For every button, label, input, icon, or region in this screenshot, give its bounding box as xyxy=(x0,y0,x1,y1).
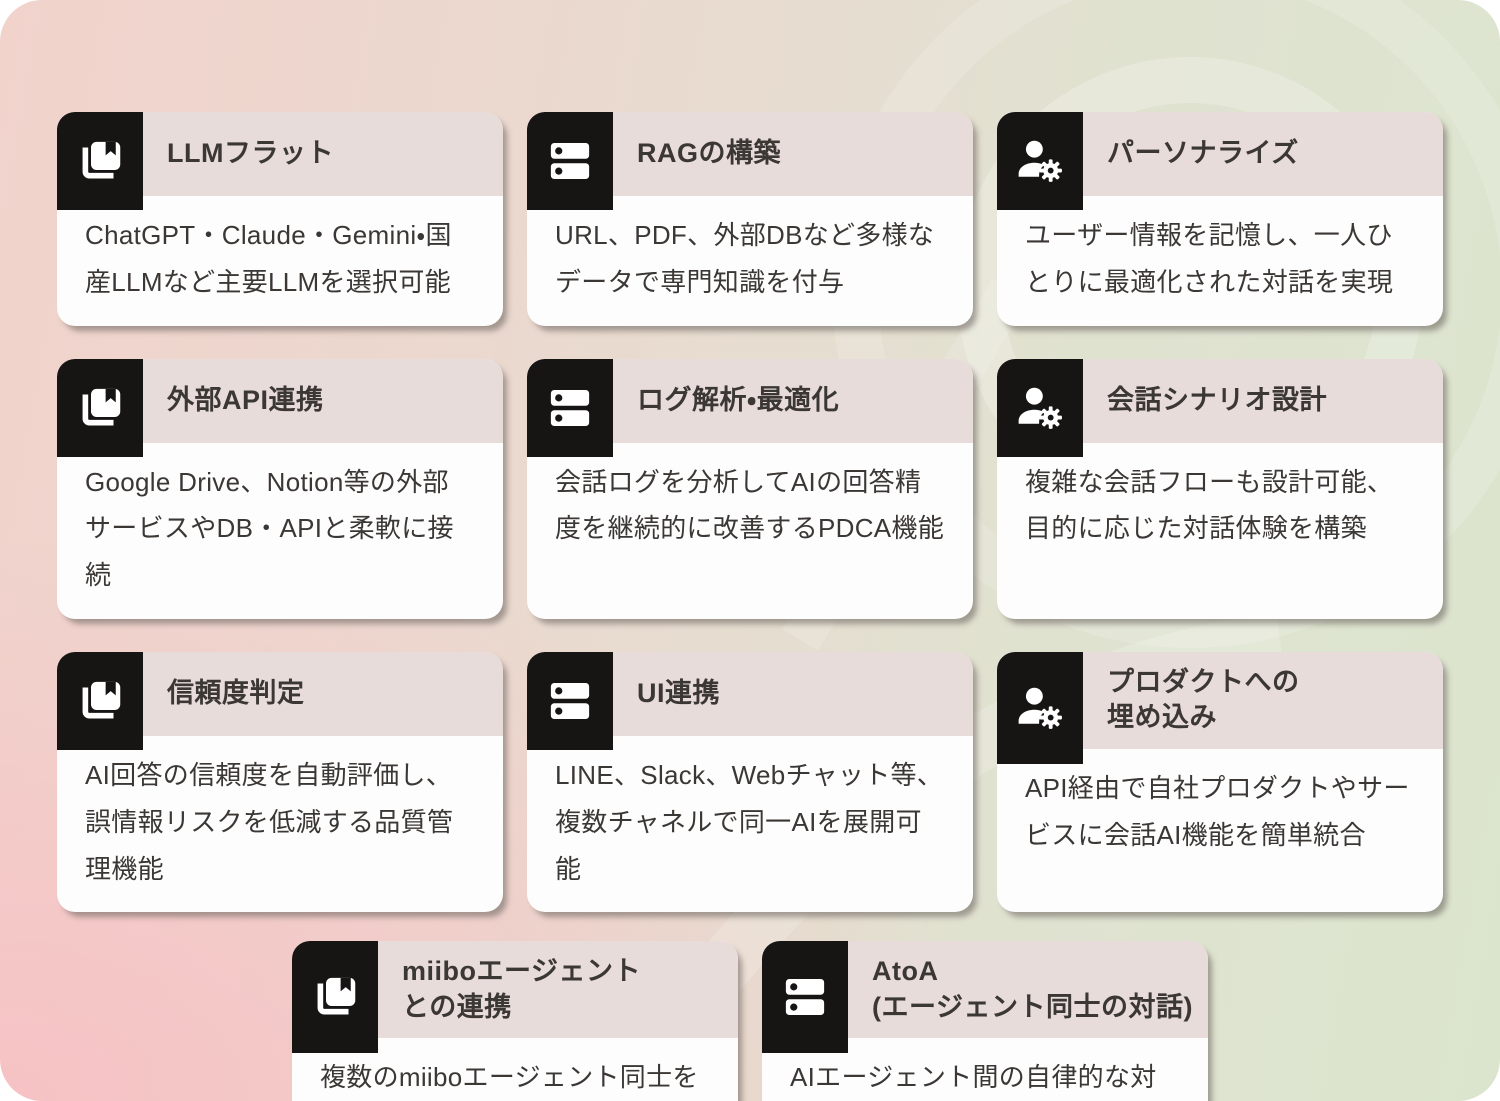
card-description: AIエージェント間の自律的な対話で複雑なタスクを協調処理 xyxy=(790,1062,1157,1093)
server-stack-icon xyxy=(550,682,590,719)
feature-card-product-embed: プロダクトへの 埋め込み API経由で自社プロダクトやサービスに会話AI機能を簡… xyxy=(997,651,1443,913)
card-title: パーソナライズ xyxy=(1107,138,1299,169)
card-description: 複数のmiiboエージェント同士を連携させた高度なAIシステムを構築 xyxy=(320,1062,699,1093)
server-stack-icon xyxy=(550,389,590,426)
card-description: ユーザー情報を記憶し、一人ひとりに最適化された対話を実現 xyxy=(1025,220,1394,297)
feature-card-bottom-row: miiboエージェント との連携 複数のmiiboエージェント同士を連携させた高… xyxy=(0,941,1500,1101)
card-icon-block xyxy=(57,358,143,457)
book-icon xyxy=(82,141,121,179)
feature-card-rag: RAGの構築 URL、PDF、外部DBなど多様なデータで専門知識を付与 xyxy=(527,112,973,326)
feature-card-scenario-design: 会話シナリオ設計 複雑な会話フローも設計可能、目的に応じた対話体験を構築 xyxy=(997,358,1443,619)
feature-card-external-api: 外部API連携 Google Drive、Notion等の外部サービスやDB・A… xyxy=(57,358,503,619)
server-stack-icon xyxy=(785,979,825,1016)
feature-card-personalize: パーソナライズ ユーザー情報を記憶し、一人ひとりに最適化された対話を実現 xyxy=(997,112,1443,326)
card-icon-block xyxy=(527,358,613,457)
card-description: ChatGPT・Claude・Gemini・国産LLMなど主要LLMを選択可能 xyxy=(85,220,452,297)
card-title: 外部API連携 xyxy=(167,384,324,415)
feature-card-llm-flat: LLMフラット ChatGPT・Claude・Gemini・国産LLMなど主要L… xyxy=(57,112,503,326)
card-icon-block xyxy=(762,941,848,1054)
person-gear-icon xyxy=(1018,140,1062,182)
card-icon-block xyxy=(997,112,1083,210)
card-title: プロダクトへの 埋め込み xyxy=(1107,666,1300,733)
card-description: 会話ログを分析してAIの回答精度を継続的に改善するPDCA機能 xyxy=(555,466,945,544)
card-description: API経由で自社プロダクトやサービスに会話AI機能を簡単統合 xyxy=(1025,772,1410,850)
card-title: LLMフラット xyxy=(167,138,334,169)
card-description: Google Drive、Notion等の外部サービスやDB・APIと柔軟に接続 xyxy=(85,466,454,591)
card-title: RAGの構築 xyxy=(637,138,781,169)
book-icon xyxy=(317,978,356,1015)
feature-card-trust-score: 信頼度判定 AI回答の信頼度を自動評価し、誤情報リスクを低減する品質管理機能 xyxy=(57,651,503,913)
card-icon-block xyxy=(997,358,1083,457)
card-title: 会話シナリオ設計 xyxy=(1107,384,1327,415)
card-description: AI回答の信頼度を自動評価し、誤情報リスクを低減する品質管理機能 xyxy=(85,759,454,884)
card-icon-block xyxy=(57,651,143,750)
feature-card-grid: LLMフラット ChatGPT・Claude・Gemini・国産LLMなど主要L… xyxy=(57,112,1443,913)
card-icon-block xyxy=(527,112,613,210)
card-icon-block xyxy=(527,651,613,750)
book-icon xyxy=(82,681,121,719)
feature-card-atoa: AtoA (エージェント同士の対話) AIエージェント間の自律的な対話で複雑なタ… xyxy=(762,941,1208,1101)
person-gear-icon xyxy=(1018,387,1062,429)
card-title: UI連携 xyxy=(637,678,720,709)
card-icon-block xyxy=(292,941,378,1054)
feature-card-ui-integration: UI連携 LINE、Slack、Webチャット等、複数チャネルで同一AIを展開可… xyxy=(527,651,973,913)
card-title: AtoA (エージェント同士の対話) xyxy=(872,955,1193,1022)
card-description: LINE、Slack、Webチャット等、複数チャネルで同一AIを展開可能 xyxy=(555,759,944,884)
card-icon-block xyxy=(997,651,1083,764)
card-description: 複雑な会話フローも設計可能、目的に応じた対話体験を構築 xyxy=(1025,466,1394,544)
card-description: URL、PDF、外部DBなど多様なデータで専門知識を付与 xyxy=(555,220,935,297)
book-icon xyxy=(82,388,121,426)
feature-card-miibo-agent-link: miiboエージェント との連携 複数のmiiboエージェント同士を連携させた高… xyxy=(292,941,738,1101)
card-title: ログ解析・最適化 xyxy=(637,384,840,415)
card-title: miiboエージェント との連携 xyxy=(402,955,641,1022)
card-title: 信頼度判定 xyxy=(167,678,305,709)
person-gear-icon xyxy=(1018,687,1062,729)
server-stack-icon xyxy=(550,143,590,179)
card-icon-block xyxy=(57,112,143,210)
feature-card-log-analysis: ログ解析・最適化 会話ログを分析してAIの回答精度を継続的に改善するPDCA機能 xyxy=(527,358,973,619)
